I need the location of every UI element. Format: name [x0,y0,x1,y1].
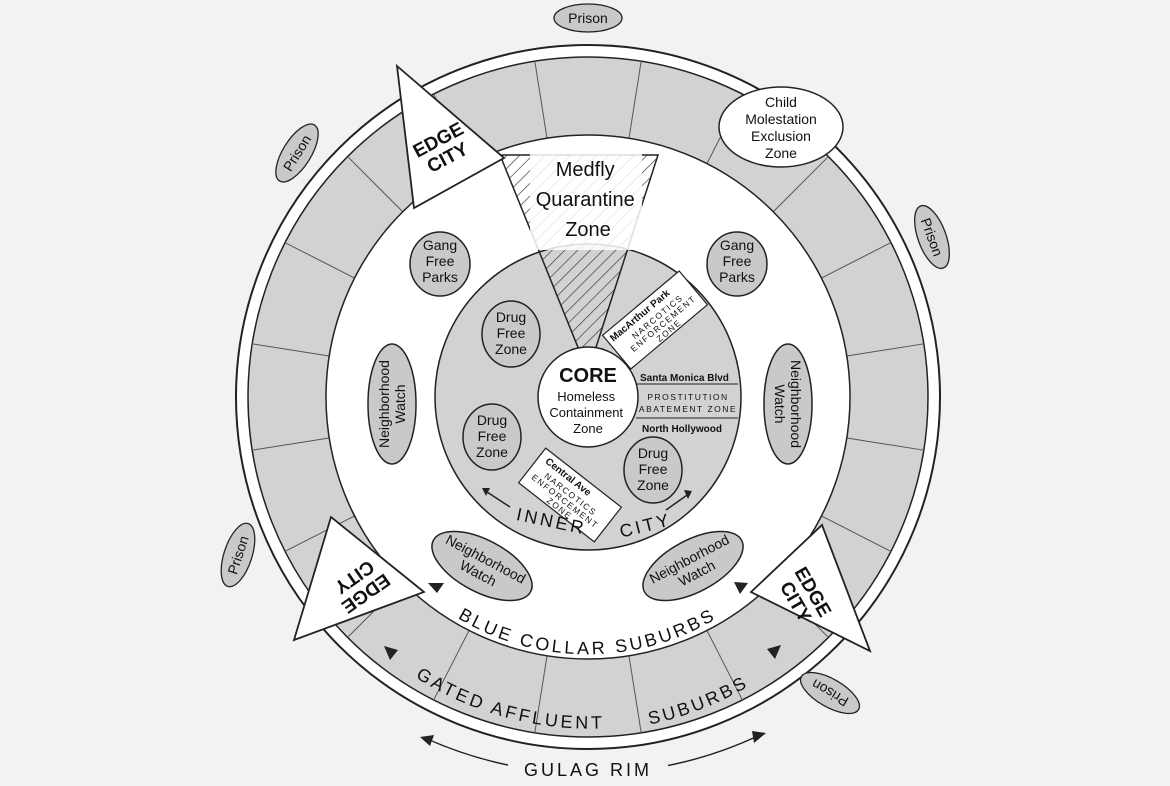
suburb-divider [534,61,548,139]
neighborhood-watch-bottom-right: NeighborhoodWatch [642,530,744,602]
svg-text:Prison: Prison [568,10,608,26]
suburb-divider [284,515,355,552]
svg-text:NeighborhoodWatch: NeighborhoodWatch [376,360,408,448]
neighborhood-watch-left: NeighborhoodWatch [367,343,417,465]
edge-city-top-left: EDGECITY [395,63,506,210]
suburb-divider [628,655,642,733]
suburb-divider [284,242,355,279]
prison-lower-right: Prison [799,671,861,715]
svg-text:Santa Monica Blvd: Santa Monica Blvd [640,373,729,384]
suburb-divider [433,630,470,701]
edge-city-bottom-left: EDGECITY [292,515,426,642]
core-sub: Homeless Containment Zone [549,389,626,436]
suburb-divider [706,630,743,701]
suburb-divider [628,61,642,139]
medfly-label: Medfly Quarantine Zone [536,159,641,241]
inner-arrow [483,489,511,508]
suburb-divider [821,242,892,279]
neighborhood-watch-right: NeighborhoodWatch [763,343,813,465]
prison-top: Prison [553,3,623,33]
suburb-divider [252,343,330,357]
suburb-divider [252,437,330,451]
suburb-divider [846,437,924,451]
svg-text:NeighborhoodWatch: NeighborhoodWatch [772,360,804,448]
suburb-divider [347,156,404,213]
core-circle [537,346,639,448]
prison-right: Prison [914,204,950,270]
suburb-divider [846,343,924,357]
gulag-label: GULAG RIM [524,760,652,780]
city-arrow [665,492,691,511]
suburb-divider [821,515,892,552]
suburb-divider [534,655,548,733]
suburb-divider [772,156,829,213]
svg-text:North Hollywood: North Hollywood [642,424,722,435]
core-title: CORE [559,365,617,387]
prison-lower-left: Prison [220,522,256,588]
